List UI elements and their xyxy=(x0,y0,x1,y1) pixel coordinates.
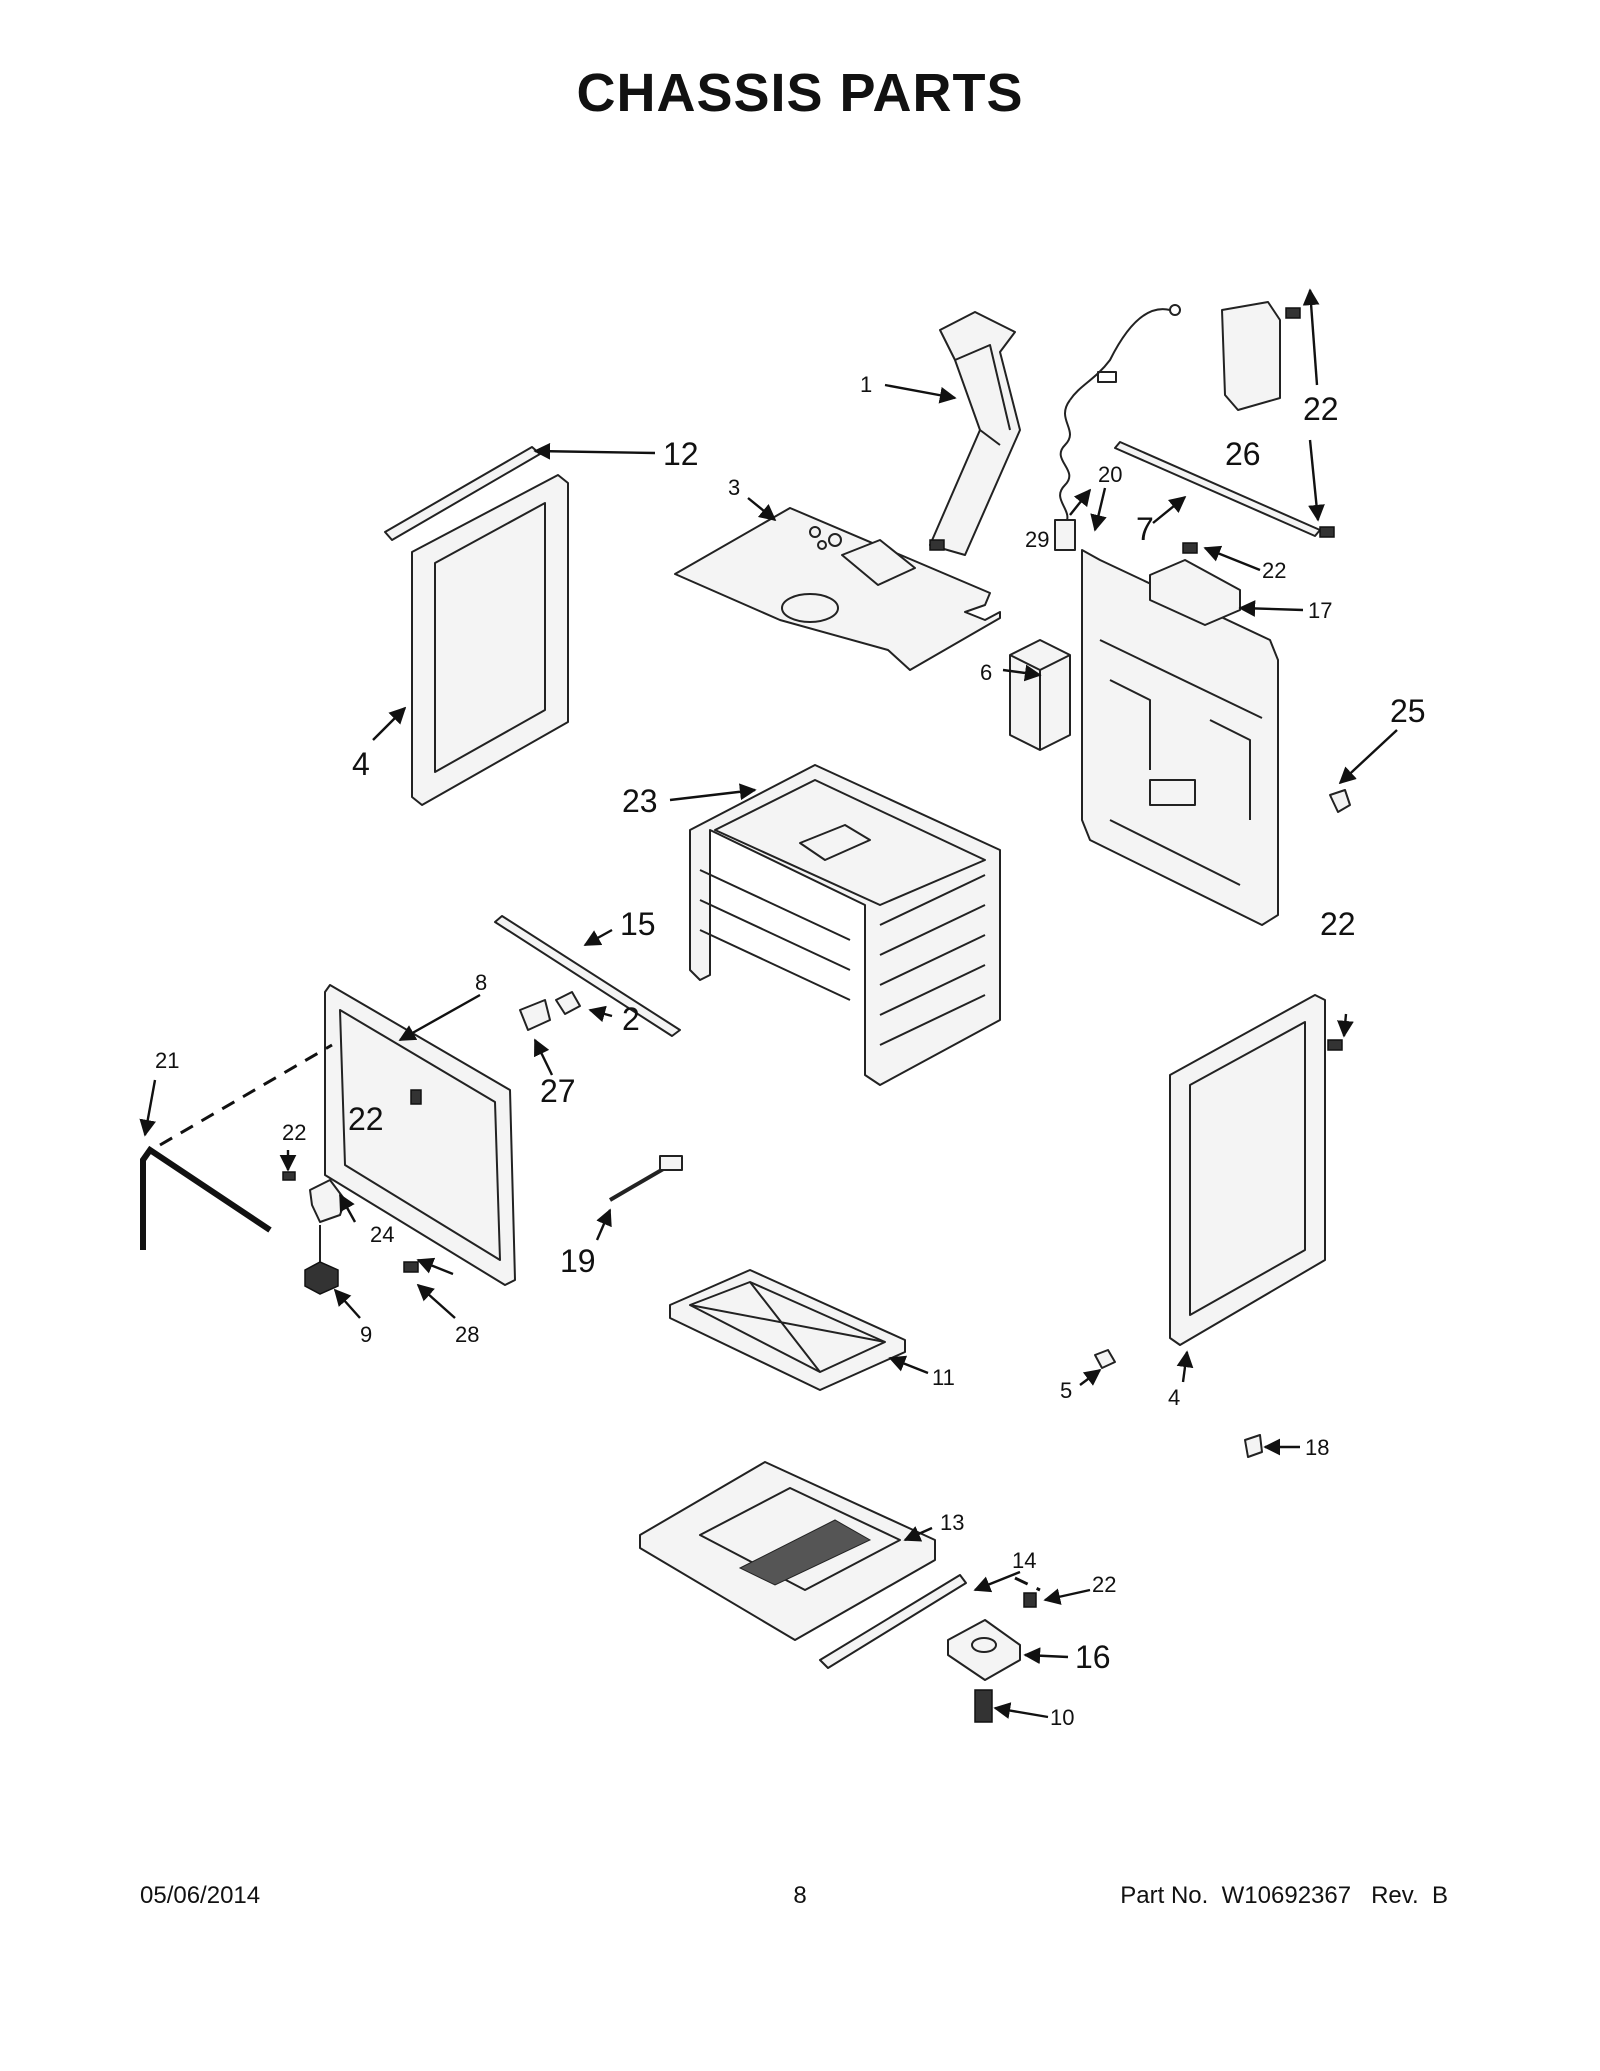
callout-2: 2 xyxy=(622,1001,640,1037)
footer-date: 05/06/2014 xyxy=(140,1882,261,1909)
part-4-left-side-panel xyxy=(411,474,569,806)
callout-13: 13 xyxy=(940,1510,964,1535)
callout-29: 29 xyxy=(1025,527,1049,552)
callout-22-top: 22 xyxy=(1303,391,1339,427)
part-11-tray xyxy=(669,1269,906,1391)
part-10-spring-leg xyxy=(974,1689,993,1723)
part-5-clip xyxy=(1094,1349,1116,1369)
callout-17: 17 xyxy=(1308,598,1332,623)
part-1-vent-duct xyxy=(929,311,1021,556)
callout-14: 14 xyxy=(1012,1548,1036,1573)
callout-28: 28 xyxy=(455,1322,479,1347)
part-25-clip xyxy=(1329,789,1351,813)
callout-19: 19 xyxy=(560,1243,596,1279)
callout-3: 3 xyxy=(728,475,740,500)
part-14-strip xyxy=(819,1574,967,1669)
part-3-top-panel xyxy=(674,507,1001,671)
part-15-strip xyxy=(494,915,681,1037)
callout-6: 6 xyxy=(980,660,992,685)
callout-15: 15 xyxy=(620,906,656,942)
part-27-bolt xyxy=(519,999,551,1031)
leader-lines xyxy=(139,288,1398,1719)
callout-9: 9 xyxy=(360,1322,372,1347)
part-16-foot-bracket xyxy=(947,1619,1021,1681)
callout-1: 1 xyxy=(860,372,872,397)
callout-16: 16 xyxy=(1075,1639,1111,1675)
part-2-plug xyxy=(555,991,581,1015)
callout-22-right: 22 xyxy=(1320,906,1356,942)
callout-5: 5 xyxy=(1060,1378,1072,1403)
part-29-power-cord xyxy=(1054,304,1181,551)
callout-24: 24 xyxy=(370,1222,394,1247)
callout-26: 26 xyxy=(1225,436,1261,472)
part-26-bracket xyxy=(1221,301,1281,411)
callout-10: 10 xyxy=(1050,1705,1074,1730)
callout-4-right: 4 xyxy=(1168,1385,1180,1410)
page-title: CHASSIS PARTS xyxy=(576,63,1024,123)
callout-22-bottom: 22 xyxy=(1092,1572,1116,1597)
footer-part-number: Part No. W10692367 Rev. B xyxy=(1120,1882,1448,1909)
callout-4-left: 4 xyxy=(352,746,370,782)
part-21-gasket xyxy=(140,1145,272,1250)
callout-22-door: 22 xyxy=(348,1101,384,1137)
callout-22-left-small: 22 xyxy=(282,1120,306,1145)
callout-18: 18 xyxy=(1305,1435,1329,1460)
callout-labels: 1 3 12 4 29 20 7 26 22 22 17 6 25 23 15 … xyxy=(155,372,1426,1730)
footer-page-number: 8 xyxy=(793,1882,807,1909)
callout-8: 8 xyxy=(475,970,487,995)
callout-23: 23 xyxy=(622,783,658,819)
callout-22-upper: 22 xyxy=(1262,558,1286,583)
part-18-clip xyxy=(1244,1434,1263,1458)
callout-27: 27 xyxy=(540,1073,576,1109)
callout-20: 20 xyxy=(1098,462,1122,487)
part-24-leg-bracket xyxy=(309,1179,346,1223)
screws xyxy=(282,307,1343,1608)
callout-25: 25 xyxy=(1390,693,1426,729)
part-19-probe xyxy=(608,1155,683,1202)
part-13-bottom-panel xyxy=(639,1461,936,1641)
callout-12: 12 xyxy=(663,436,699,472)
part-4-right-side-panel xyxy=(1169,994,1326,1346)
part-9-leveling-leg xyxy=(304,1225,339,1295)
part-23-oven-cavity xyxy=(689,764,1001,1086)
callout-11: 11 xyxy=(932,1365,955,1390)
part-6-block xyxy=(1009,639,1071,751)
callout-7: 7 xyxy=(1136,511,1154,547)
part-8-door-frame xyxy=(324,984,516,1286)
callout-21: 21 xyxy=(155,1048,179,1073)
